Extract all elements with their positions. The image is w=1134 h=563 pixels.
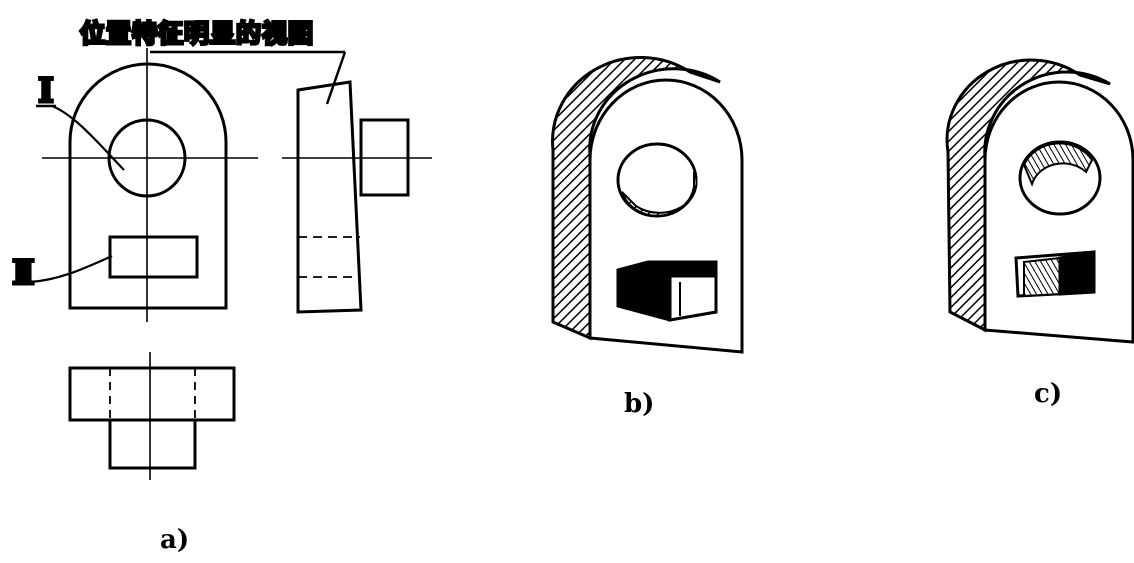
annotation-leader: [325, 51, 347, 105]
marker-I-leader: [51, 104, 125, 171]
top-view-boss: [108, 418, 197, 470]
marker-II-leader: [29, 254, 113, 284]
front-view-slot: [108, 235, 199, 279]
caption-c: c): [1034, 379, 1062, 409]
side-view-plate: [296, 80, 363, 314]
front-view-outline: [68, 62, 228, 310]
marker-I-label: I: [38, 71, 54, 111]
caption-a: a): [160, 525, 189, 555]
top-view-plate: [68, 366, 236, 422]
c-side-face: [945, 58, 1111, 333]
b-hole-inner: [621, 171, 698, 217]
marker-II-label: II: [12, 253, 34, 293]
b-side-face: [551, 55, 721, 341]
b-block-face: [668, 274, 718, 322]
figure-a: 位置特征明显的视图 I II: [11, 18, 432, 555]
figure-c: c): [945, 58, 1134, 409]
caption-b: b): [624, 389, 654, 419]
annotation-title: 位置特征明显的视图: [80, 19, 314, 48]
c-slot-inner: [1023, 256, 1061, 298]
c-hole-inner: [1022, 142, 1094, 187]
figure-b: b): [551, 55, 744, 419]
c-slot-shadow: [1058, 250, 1096, 296]
